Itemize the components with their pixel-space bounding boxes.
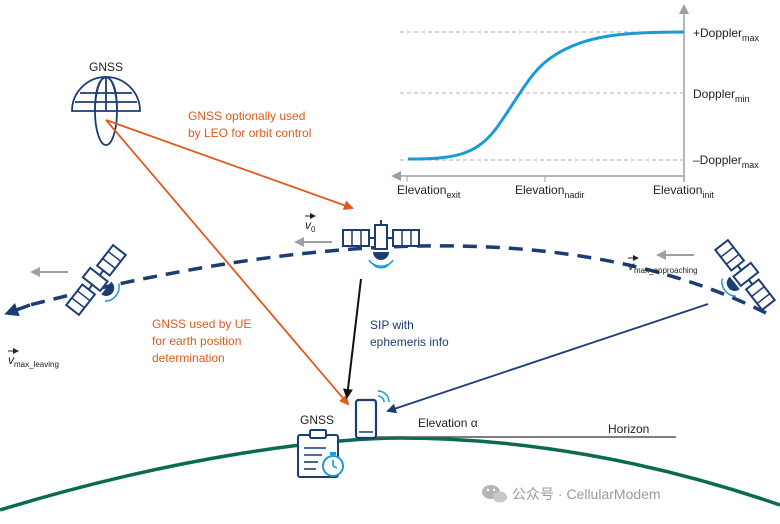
sip-arrow <box>342 278 362 399</box>
satellite-icon <box>713 238 777 312</box>
x-label-nadir: Elevationnadir <box>515 183 584 200</box>
orange-top-line1: GNSS optionally used <box>188 109 305 123</box>
orange-mid-line3: determination <box>152 351 225 365</box>
x-label-exit: Elevationexit <box>397 183 461 200</box>
svg-text:v0: v0 <box>305 218 316 234</box>
v-approaching-label: vmax_approaching <box>628 255 698 275</box>
y-label-top: +Dopplermax <box>693 26 760 43</box>
sip-line2: ephemeris info <box>370 335 449 349</box>
watermark-text: 公众号 · CellularModem <box>512 486 661 502</box>
x-label-init: Elevationinit <box>653 183 714 200</box>
globe-icon <box>71 76 141 146</box>
satellite-icon <box>64 243 128 317</box>
orbit-path <box>29 244 767 315</box>
v-leaving-label: vmax_leaving <box>8 348 59 369</box>
y-label-mid: Dopplermin <box>693 87 750 104</box>
gnss-ue-label: GNSS <box>300 413 334 427</box>
approach-link-arrow <box>386 303 709 414</box>
stopwatch-icon <box>322 452 344 477</box>
orange-mid-line2: for earth position <box>152 334 241 348</box>
orbit-arrowhead <box>4 303 31 317</box>
orange-mid-line1: GNSS used by UE <box>152 317 251 331</box>
svg-text:vmax_leaving: vmax_leaving <box>8 353 59 369</box>
satellite-icon <box>342 220 420 269</box>
horizon-label: Horizon <box>608 422 649 436</box>
doppler-chart: +Dopplermax Dopplermin –Dopplermax Eleva… <box>391 4 760 200</box>
gnss-top-label: GNSS <box>89 60 123 74</box>
phone-icon <box>354 390 390 440</box>
wechat-icon <box>482 485 507 503</box>
earth-surface <box>0 436 780 512</box>
orange-arrow-to-leo <box>105 119 354 211</box>
orange-arrow-to-ue <box>105 119 350 406</box>
elevation-label: Elevation α <box>418 416 478 430</box>
y-label-bottom: –Dopplermax <box>693 153 759 170</box>
orange-top-line2: by LEO for orbit control <box>188 126 311 140</box>
v0-label: v0 <box>305 213 316 234</box>
gnss-globe: GNSS <box>71 60 141 146</box>
svg-text:vmax_approaching: vmax_approaching <box>628 259 698 275</box>
sip-line1: SIP with <box>370 318 414 332</box>
doppler-curve <box>407 30 685 161</box>
